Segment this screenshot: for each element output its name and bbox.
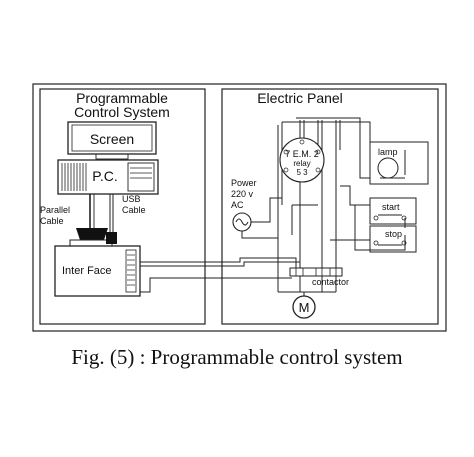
em-relay: 7 E.M. 2 relay 5 3: [279, 137, 325, 183]
lamp: lamp: [369, 141, 429, 185]
start-label: start: [382, 202, 400, 212]
parallel-cable: [69, 194, 113, 247]
usb-cable-label-line1: USB: [122, 194, 141, 204]
figure-frame: [32, 83, 447, 332]
right-panel-title: Electric Panel: [257, 90, 343, 106]
power-label-line3: AC: [231, 200, 244, 210]
screen-label: Screen: [90, 131, 134, 147]
electric-panel: [221, 88, 439, 325]
monitor: Screen: [67, 121, 157, 160]
start-button-symbol: start: [369, 197, 417, 225]
pc-unit: P.C.: [57, 159, 159, 195]
left-panel-title-line1: Programmable: [76, 90, 168, 106]
interface-box: Inter Face: [54, 245, 141, 297]
motor: M: [292, 292, 316, 319]
power-source: Power 220 v AC: [231, 178, 282, 239]
motor-label: M: [299, 300, 310, 315]
interface-to-panel-wires: [140, 257, 301, 293]
stop-button-symbol: stop: [369, 225, 417, 253]
pc-label: P.C.: [92, 168, 117, 184]
relay-label-line1: 7 E.M. 2: [285, 149, 319, 159]
power-label-line1: Power: [231, 178, 257, 188]
usb-cable: [106, 194, 117, 244]
figure-caption: Fig. (5) : Programmable control system: [71, 345, 403, 369]
stop-label: stop: [385, 229, 402, 239]
parallel-cable-label-line1: Parallel: [40, 205, 70, 215]
interface-label: Inter Face: [62, 265, 112, 277]
left-panel-title-line2: Control System: [74, 104, 170, 120]
lamp-label: lamp: [378, 147, 398, 157]
parallel-cable-label-line2: Cable: [40, 216, 64, 226]
usb-cable-label-line2: Cable: [122, 205, 146, 215]
power-label-line2: 220 v: [231, 189, 254, 199]
contactor: contactor: [278, 267, 349, 293]
contactor-label: contactor: [312, 277, 349, 287]
relay-label-line2: relay: [293, 159, 310, 168]
relay-label-line3: 5 3: [296, 168, 308, 177]
programmable-control-system-panel: [39, 88, 206, 325]
